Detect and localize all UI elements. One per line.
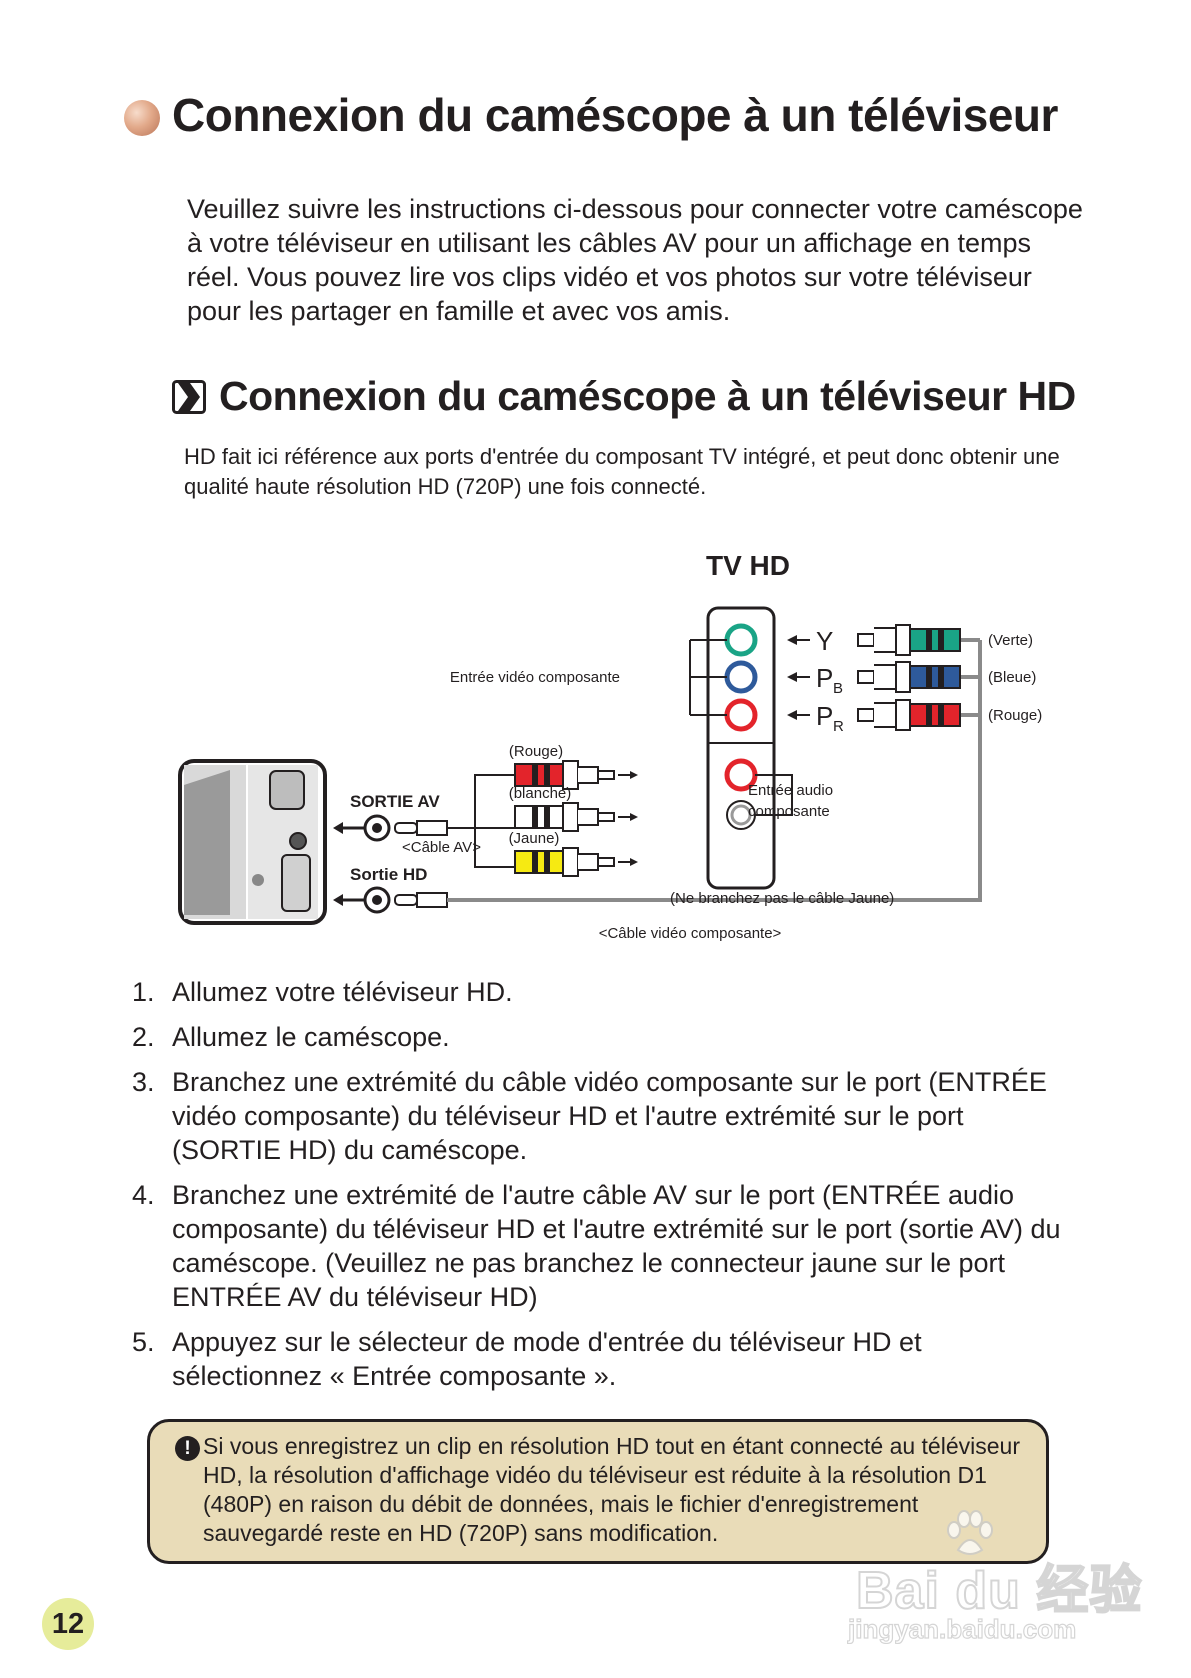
steps-list: 1.Allumez votre téléviseur HD. 2.Allumez… [132,975,1072,1404]
tv-port-pb-blue [724,660,758,694]
audio-in-label-2: composante [748,803,830,820]
av-out-port-icon [363,814,391,842]
component-video-in-label: Entrée vidéo composante [450,669,620,686]
av-yellow-label: (Jaune) [509,830,560,847]
hd-out-label: Sortie HD [350,865,427,884]
list-item: 1.Allumez votre téléviseur HD. [132,977,513,1007]
hd-definition-note: HD fait ici référence aux ports d'entrée… [184,444,1060,499]
av-plug-white-icon [514,802,615,832]
hd-cable-jack-icon [394,892,448,908]
av-white-label: (blanche) [509,785,572,802]
watermark-brand: Bai du 经验 [855,1561,1143,1621]
av-red-label: (Rouge) [509,743,563,760]
av-plug-yellow-icon [514,847,615,877]
page-title: Connexion du caméscope à un téléviseur [172,89,1058,141]
av-out-label: SORTIE AV [350,792,440,811]
exclamation-icon: ! [175,1436,200,1461]
title-bullet-icon [124,100,160,136]
component-plug-blue-icon [857,661,961,693]
note-text: Si vous enregistrez un clip en résolutio… [203,1433,1020,1546]
audio-in-label-1: Entrée audio [748,782,833,799]
port-pb-sub: B [833,680,843,697]
tv-port-pr-red [724,698,758,732]
no-yellow-note: (Ne branchez pas le câble Jaune) [670,890,894,907]
chevron-right-icon [172,380,206,414]
camcorder-illustration [178,759,327,925]
port-pr-sub: R [833,718,844,735]
page-number: 12 [42,1598,94,1650]
audio-in-bracket [755,774,793,816]
av-cable-label: <Câble AV> [402,839,481,856]
port-pr-label: P [816,701,833,731]
note-box: ! Si vous enregistrez un clip en résolut… [147,1419,1049,1564]
tv-title: TV HD [706,550,790,581]
paw-icon [947,1510,993,1555]
component-green-label: (Verte) [988,632,1033,649]
component-video-bracket [689,639,727,716]
connection-diagram: TV HD SORTIE AV <Câble AV> Sortie HD <C [178,550,1042,942]
section-title: Connexion du caméscope à un téléviseur H… [219,373,1076,419]
component-plug-green-icon [857,624,961,656]
component-cable-line [447,640,982,902]
av-cable-line [447,774,515,868]
hd-out-port-icon [363,886,391,914]
av-plug-red-icon [514,760,615,790]
component-blue-label: (Bleue) [988,669,1036,686]
intro-paragraph: Veuillez suivre les instructions ci-dess… [187,194,1083,326]
port-y-label: Y [816,626,833,656]
watermark-url: jingyan.baidu.com [847,1613,1077,1644]
component-cable-label: <Câble vidéo composante> [599,925,782,942]
av-cable-jack-icon [394,820,448,836]
component-red-label: (Rouge) [988,707,1042,724]
tv-port-y-green [724,623,758,657]
tv-port-audio-white [726,800,756,830]
port-pb-label: P [816,663,833,693]
list-item: 3.Branchez une extrémité du câble vidéo … [132,1067,1047,1165]
list-item: 2.Allumez le caméscope. [132,1022,450,1052]
list-item: 4.Branchez une extrémité de l'autre câbl… [132,1180,1061,1312]
component-plug-red-icon [857,699,961,731]
baidu-watermark: Bai du 经验 jingyan.baidu.com [847,1510,1148,1650]
list-item: 5.Appuyez sur le sélecteur de mode d'ent… [132,1327,922,1391]
